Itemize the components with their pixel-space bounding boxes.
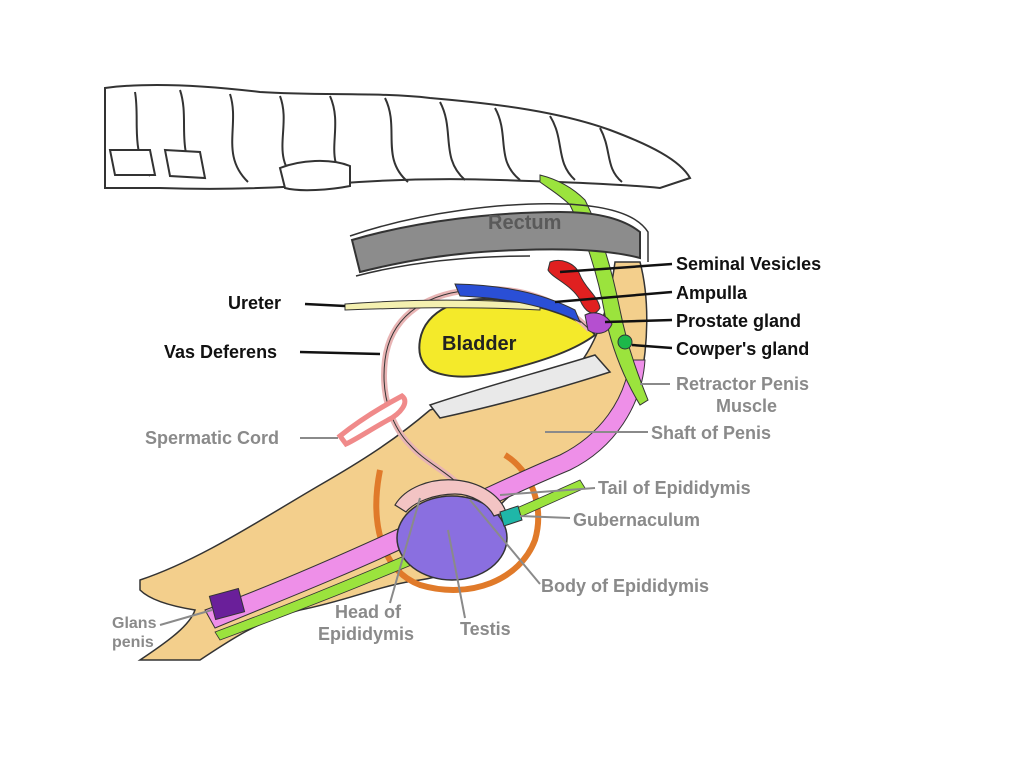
label-ampulla: Ampulla [676, 283, 748, 303]
label-retractor-penis-1: Retractor Penis [676, 374, 809, 394]
gubernaculum [499, 505, 523, 527]
label-vas-deferens: Vas Deferens [164, 342, 277, 362]
label-prostate-gland: Prostate gland [676, 311, 801, 331]
prostate-gland [584, 312, 613, 334]
label-cowpers-gland: Cowper's gland [676, 339, 809, 359]
spermatic-cord [336, 393, 408, 448]
leader-lines [299, 262, 673, 356]
label-gubernaculum: Gubernaculum [573, 510, 700, 530]
ureter [344, 299, 541, 311]
leader-lines-grey [159, 383, 670, 626]
vertebral-column [104, 84, 692, 192]
label-bladder: Bladder [442, 333, 517, 355]
glans-penis [208, 587, 246, 621]
label-testis: Testis [460, 619, 511, 639]
label-head-of-epididymis-2: Epididymis [318, 624, 414, 644]
cowpers-gland [617, 334, 633, 350]
label-tail-of-epididymis: Tail of Epididymis [598, 478, 751, 498]
label-seminal-vesicles: Seminal Vesicles [676, 254, 821, 274]
label-body-of-epididymis: Body of Epididymis [541, 576, 709, 596]
ampulla [454, 283, 581, 324]
label-shaft-of-penis: Shaft of Penis [651, 423, 771, 443]
testis [396, 495, 508, 581]
label-spermatic-cord: Spermatic Cord [145, 428, 279, 448]
label-ureter: Ureter [228, 293, 281, 313]
pelvic-bone [428, 354, 612, 419]
label-head-of-epididymis-1: Head of [335, 602, 402, 622]
label-glans-penis-2: penis [112, 634, 154, 651]
label-glans-penis-1: Glans [112, 615, 157, 632]
rectum-wall [349, 203, 649, 277]
label-retractor-penis-2: Muscle [716, 396, 777, 416]
rectum [350, 210, 641, 274]
bladder [418, 298, 597, 378]
label-rectum: Rectum [488, 212, 561, 234]
